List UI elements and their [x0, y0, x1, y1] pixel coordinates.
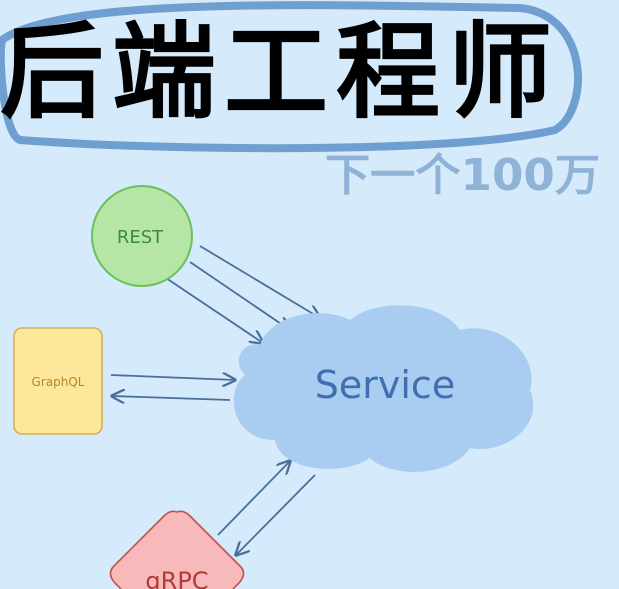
rest-node: REST: [91, 185, 193, 287]
arrow-rest-to-service-2: [189, 261, 290, 330]
subtitle: 下一个100万: [325, 150, 600, 201]
page-title: 后端工程师: [0, 11, 560, 133]
graphql-label: GraphQL: [32, 375, 85, 389]
arrow-service-to-graphql: [112, 396, 231, 400]
service-label: Service: [315, 363, 455, 407]
arrow-rest-to-service-1: [199, 245, 320, 318]
rest-label: REST: [117, 227, 164, 248]
grpc-node: gRPC: [109, 510, 245, 589]
grpc-label: gRPC: [145, 567, 208, 589]
arrow-graphql-to-service: [110, 375, 235, 380]
title-oval: [0, 1, 582, 153]
arrow-grpc-to-service: [217, 461, 290, 536]
service-node: Service: [233, 305, 534, 472]
arrow-service-to-grpc: [236, 474, 316, 555]
arrow-rest-to-service-3: [165, 277, 263, 343]
graphql-node: GraphQL: [13, 327, 103, 435]
